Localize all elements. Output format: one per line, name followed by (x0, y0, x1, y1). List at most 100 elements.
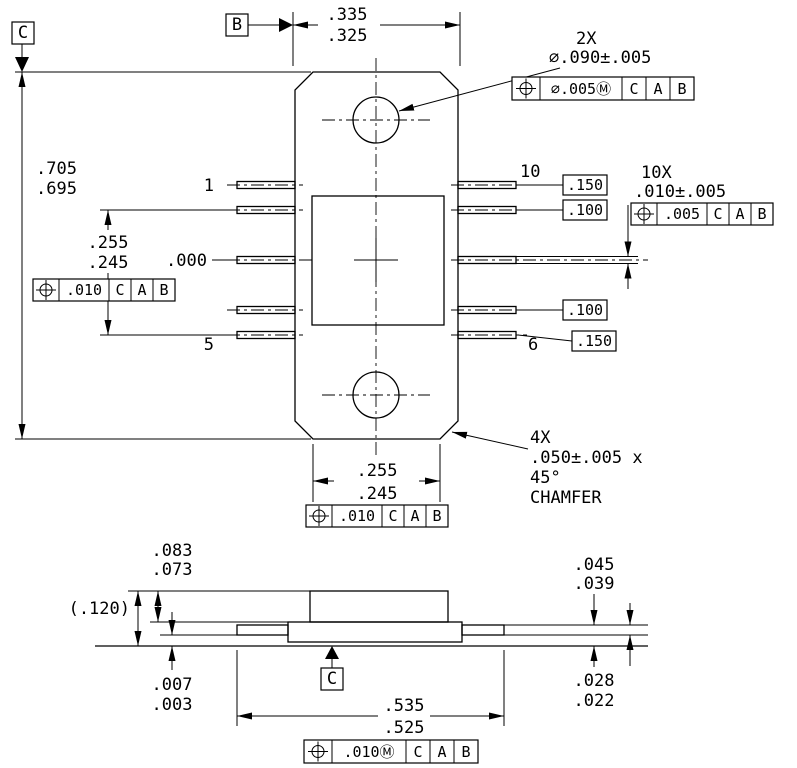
fcf-left-datum3: B (159, 281, 168, 299)
fcf-bottom: .010 C A B (305, 504, 449, 528)
dim-overall-ref-label: (.120) (69, 599, 130, 619)
fcf-bottom-tolerance: .010 (339, 507, 375, 525)
die-cavity (311, 195, 445, 326)
basic-dim-box-4 (571, 330, 617, 352)
chamfer-note: 4X .050±.005 x 45° CHAMFER (451, 428, 643, 508)
datum-c-side-label: C (327, 669, 337, 689)
lead-note-line1: 10X (641, 163, 672, 183)
basic-dim-1: .150 (567, 176, 603, 194)
hole-note-line2: ∅.090±.005 (549, 48, 651, 68)
basic-dimensions: .150 .100 .100 .150 (517, 174, 617, 352)
fcf-seating-datum1: C (413, 743, 422, 761)
pin-4 (236, 305, 296, 315)
basic-dim-3: .100 (567, 301, 603, 319)
chamfer-note-line1: 4X (530, 428, 551, 448)
position-tolerance-icon (308, 741, 328, 762)
fcf-leads: .005 C A B (630, 202, 774, 226)
pin-8 (457, 255, 517, 265)
lead-right (461, 624, 505, 636)
chamfer-note-line4: CHAMFER (530, 488, 602, 508)
fcf-holes-datum1: C (629, 80, 638, 98)
lead-note-line2: .010±.005 (634, 182, 726, 202)
pin-3 (236, 255, 296, 265)
fcf-seating-datum2: A (437, 743, 446, 761)
dim-pin-span-max: .255 (88, 233, 129, 253)
flange-outline (287, 621, 463, 643)
basic-dim-2: .100 (567, 201, 603, 219)
dim-cap-height-max: .083 (152, 541, 193, 561)
datum-c-side-triangle (325, 646, 339, 659)
fcf-holes-tolerance: ∅.005Ⓜ (551, 80, 611, 98)
position-tolerance-icon (309, 506, 329, 526)
dim-standoff: .007 .003 (152, 612, 237, 715)
top-view: B .335 .325 C .705 .695 .255 .245 (11, 5, 774, 528)
dim-pin-span-min: .245 (88, 253, 129, 273)
fcf-leads-datum2: A (735, 205, 744, 223)
pin-number-10: 10 (520, 162, 540, 182)
dim-pin-span: .255 .245 (88, 209, 234, 336)
dim-lead-span-min: .525 (384, 718, 425, 738)
dim-cap-height: .083 .073 (128, 541, 310, 623)
basic-dim-box-3 (562, 299, 608, 321)
dim-bottom-width-min: .245 (357, 484, 398, 504)
lead-note: 10X .010±.005 (624, 163, 726, 289)
pin-number-6: 6 (528, 335, 538, 355)
dim-overall-height-max: .705 (36, 159, 77, 179)
dim-top-width: B .335 .325 (225, 5, 461, 66)
cap-outline (309, 590, 449, 623)
dim-lead-thickness-max: .028 (574, 671, 615, 691)
dim-lead-thickness-min: .022 (574, 691, 615, 711)
fcf-left-tolerance: .010 (66, 281, 102, 299)
fcf-holes: ∅.005Ⓜ C A B (511, 76, 695, 101)
dim-lead-thickness: .028 .022 (504, 603, 648, 711)
lead-left (236, 624, 289, 636)
dim-overall-ref: (.120) (69, 591, 142, 646)
package-outline (294, 71, 459, 440)
basic-dim-box-1 (562, 174, 608, 196)
pin-number-5: 5 (204, 335, 214, 355)
datum-c-side: C (320, 646, 344, 691)
fcf-left-datum2: A (137, 281, 146, 299)
datum-b-label: B (232, 15, 242, 35)
position-tolerance-icon (634, 204, 654, 224)
dim-lead-seating-max: .045 (574, 555, 615, 575)
fcf-holes-datum2: A (653, 80, 662, 98)
pin-10 (457, 180, 517, 190)
dim-bottom-width-max: .255 (357, 461, 398, 481)
dim-center-zero: .000 (166, 251, 236, 271)
dim-lead-span-max: .535 (384, 696, 425, 716)
fcf-leads-datum3: B (757, 205, 766, 223)
basic-dim-box-2 (562, 199, 608, 221)
pin-1 (236, 180, 296, 190)
chamfer-note-line2: .050±.005 x (530, 448, 643, 468)
datum-b-box (225, 13, 249, 37)
datum-b-triangle (279, 18, 293, 32)
side-view: .083 .073 (.120) .007 .003 C (69, 541, 648, 764)
datum-c-box (11, 21, 35, 45)
fcf-left-datum1: C (115, 281, 124, 299)
pin-2 (236, 205, 296, 215)
dim-standoff-min: .003 (152, 695, 193, 715)
position-tolerance-icon (516, 78, 536, 99)
dim-top-width-min: .325 (327, 26, 368, 46)
fcf-holes-datum3: B (677, 80, 686, 98)
dim-lead-seating: .045 .039 (504, 555, 648, 667)
dim-lead-span: .535 .525 (236, 650, 505, 738)
pin-number-1: 1 (204, 176, 214, 196)
fcf-bottom-datum2: A (410, 507, 419, 525)
fcf-bottom-datum1: C (388, 507, 397, 525)
dim-top-width-max: .335 (327, 5, 368, 25)
hole-note-line1: 2X (576, 29, 597, 49)
dim-bottom-width: .255 .245 (312, 444, 441, 504)
dim-center-label: .000 (166, 251, 207, 271)
datum-c-side-box (320, 667, 344, 691)
position-tolerance-icon (36, 280, 56, 300)
fcf-left: .010 C A B (32, 278, 176, 302)
pin-7 (457, 305, 517, 315)
basic-dim-4: .150 (576, 332, 612, 350)
pin-9 (457, 205, 517, 215)
datum-c-label: C (18, 23, 28, 43)
fcf-leads-datum1: C (713, 205, 722, 223)
fcf-seating-datum3: B (461, 743, 470, 761)
pin-6 (457, 330, 517, 340)
